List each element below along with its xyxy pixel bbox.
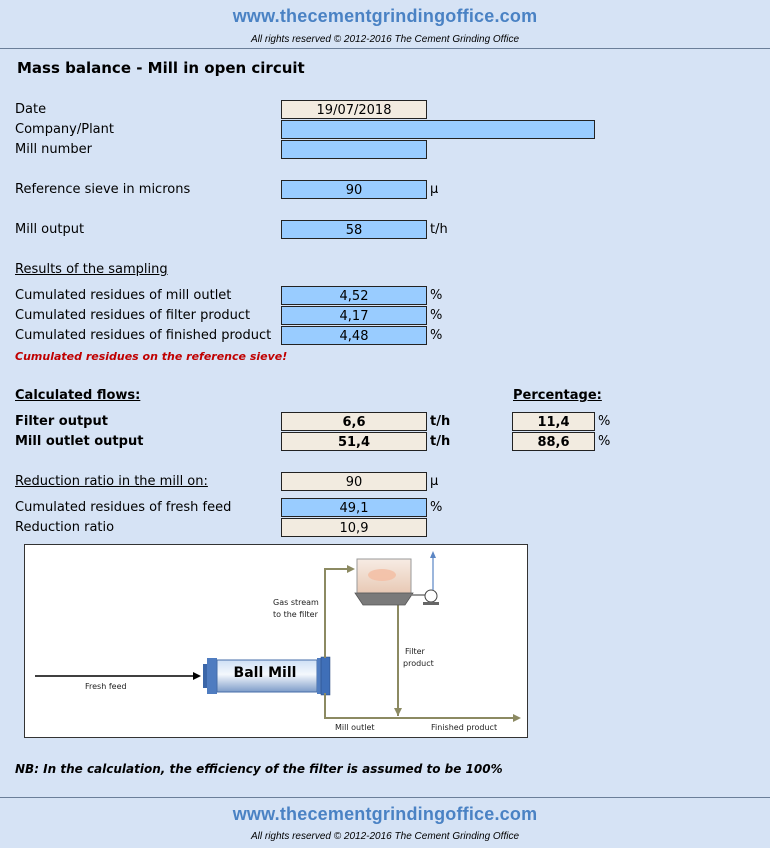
mill-number-label: Mill number — [15, 142, 92, 157]
finished-product-residue-field[interactable]: 4,48 — [281, 326, 427, 345]
page-title: Mass balance - Mill in open circuit — [17, 59, 305, 77]
page-footer: www.thecementgrindingoffice.com All righ… — [0, 797, 770, 848]
page-header: www.thecementgrindingoffice.com All righ… — [0, 0, 770, 49]
reduction-ratio-value: 10,9 — [281, 518, 427, 537]
filter-product-label-1: Filter — [405, 647, 425, 656]
mill-outlet-output-value: 51,4 — [281, 432, 427, 451]
reduction-sieve-value: 90 — [281, 472, 427, 491]
finished-product-label: Finished product — [431, 723, 498, 732]
percentage-heading: Percentage: — [513, 388, 602, 403]
mill-number-field[interactable] — [281, 140, 427, 159]
filter-output-label: Filter output — [15, 414, 108, 429]
date-label: Date — [15, 102, 47, 117]
reduction-label: Reduction ratio in the mill on: — [15, 474, 208, 489]
sampling-row-label: Cumulated residues of mill outlet — [15, 288, 232, 303]
fresh-feed-residue-unit: % — [430, 500, 443, 515]
note-text: NB: In the calculation, the efficiency o… — [15, 762, 503, 776]
sieve-label: Reference sieve in microns — [15, 182, 191, 197]
mill-outlet-label: Mill outlet — [335, 723, 375, 732]
footer-site-link[interactable]: www.thecementgrindingoffice.com — [232, 804, 538, 824]
date-field[interactable]: 19/07/2018 — [281, 100, 427, 119]
mill-outlet-output-pct-unit: % — [598, 434, 611, 449]
site-link[interactable]: www.thecementgrindingoffice.com — [232, 6, 538, 26]
mill-outlet-output-unit: t/h — [430, 434, 451, 449]
mill-output-label: Mill output — [15, 222, 85, 237]
reduction-sieve-unit: µ — [430, 474, 439, 489]
copyright-text: All rights reserved © 2012-2016 The Ceme… — [250, 34, 520, 45]
mill-outlet-output-pct: 88,6 — [512, 432, 595, 451]
sampling-row-unit: % — [430, 308, 443, 323]
fresh-feed-residue-label: Cumulated residues of fresh feed — [15, 500, 232, 515]
sampling-heading: Results of the sampling — [15, 262, 168, 277]
gas-stream-label-1: Gas stream — [273, 598, 319, 607]
mill-output-field[interactable]: 58 — [281, 220, 427, 239]
process-diagram: Ball Mill Fresh feed Gas stream to the f… — [24, 544, 528, 738]
flows-heading: Calculated flows: — [15, 388, 141, 403]
company-field[interactable] — [281, 120, 595, 139]
sampling-row-label: Cumulated residues of finished product — [15, 328, 272, 343]
diagram-graphic — [35, 551, 521, 722]
sampling-row-unit: % — [430, 288, 443, 303]
filter-output-value: 6,6 — [281, 412, 427, 431]
filter-product-label-2: product — [403, 659, 434, 668]
sampling-row-unit: % — [430, 328, 443, 343]
warning-text: Cumulated residues on the reference siev… — [15, 350, 288, 363]
mill-outlet-residue-field[interactable]: 4,52 — [281, 286, 427, 305]
sampling-row-label: Cumulated residues of filter product — [15, 308, 251, 323]
filter-output-pct: 11,4 — [512, 412, 595, 431]
ball-mill-label: Ball Mill — [233, 665, 297, 681]
fresh-feed-label: Fresh feed — [85, 682, 127, 691]
sieve-field[interactable]: 90 — [281, 180, 427, 199]
fresh-feed-residue-field[interactable]: 49,1 — [281, 498, 427, 517]
footer-copyright-text: All rights reserved © 2012-2016 The Ceme… — [250, 831, 520, 842]
mill-output-unit: t/h — [430, 222, 448, 237]
filter-product-residue-field[interactable]: 4,17 — [281, 306, 427, 325]
filter-output-pct-unit: % — [598, 414, 611, 429]
sieve-unit: µ — [430, 182, 439, 197]
gas-stream-label-2: to the filter — [273, 610, 318, 619]
filter-output-unit: t/h — [430, 414, 451, 429]
reduction-ratio-label: Reduction ratio — [15, 520, 115, 535]
company-label: Company/Plant — [15, 122, 114, 137]
mill-outlet-output-label: Mill outlet output — [15, 434, 144, 449]
